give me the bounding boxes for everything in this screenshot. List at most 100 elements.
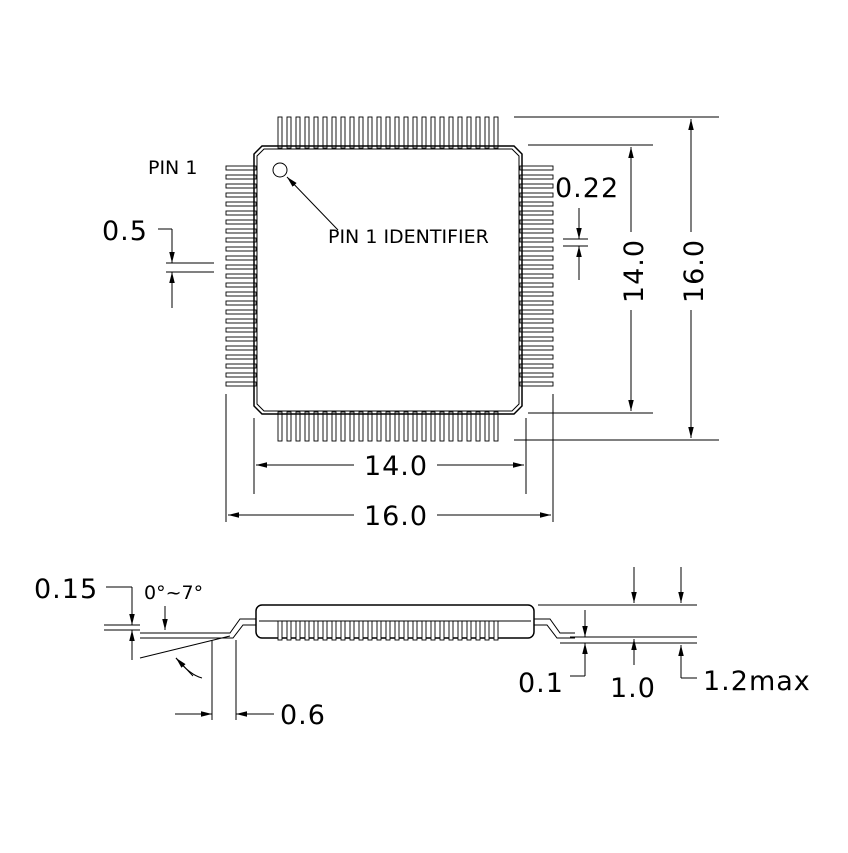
pin-left [225,174,257,180]
overall-width-dimension: 16.0 [225,394,554,532]
pin1-identifier-label: PIN 1 IDENTIFIER [328,226,489,248]
pin-bottom [286,411,292,442]
pin-top [475,116,481,149]
side-lead [457,620,463,641]
side-lead [493,620,499,641]
right-gullwing-lead [534,618,575,639]
side-lead [475,620,481,641]
pin-right [519,291,554,297]
pin-right [519,264,554,270]
pin-bottom [340,411,346,442]
svg-text:14.0: 14.0 [619,239,650,303]
pin-left [225,255,257,261]
pin-top [430,116,436,149]
pin-left [225,201,257,207]
pin-bottom [475,411,481,442]
pin-bottom [421,411,427,442]
pin-right [519,237,554,243]
foot-length-dimension: 0.6 [175,640,326,731]
pin-bottom [439,411,445,442]
pin-bottom [394,411,400,442]
pin-right [519,210,554,216]
pin1-identifier-leader [286,176,339,231]
pin-right [519,255,554,261]
pin-top [466,116,472,149]
pins-right-column [519,165,554,387]
pin1-label: PIN 1 [148,157,197,179]
pin-bottom [493,411,499,442]
svg-text:16.0: 16.0 [679,239,710,303]
pin-top [286,116,292,149]
pins-bottom-row [277,411,499,442]
overall-height-dimension: 16.0 [514,116,719,441]
pin-top [367,116,373,149]
pin-bottom [484,411,490,442]
side-lead [295,620,301,641]
svg-text:0°~7°: 0°~7° [144,582,203,604]
side-lead [331,620,337,641]
side-lead [313,620,319,641]
pin-left [225,300,257,306]
pin-left [225,246,257,252]
pin-left [225,354,257,360]
svg-text:0.22: 0.22 [555,173,619,204]
pin-bottom [322,411,328,442]
pin-right [519,192,554,198]
pin-left [225,372,257,378]
side-lead [385,620,391,641]
pin-top [376,116,382,149]
side-lead [358,620,364,641]
pin-right [519,165,554,171]
body-thickness-label: 1.0 [610,673,656,704]
side-lead [340,620,346,641]
pin-right [519,309,554,315]
pin-top [457,116,463,149]
lead-angle-dimension: 0°~7° [139,582,231,679]
side-lead [430,620,436,641]
pin1-identifier-dot [272,162,288,178]
pin-left [225,165,257,171]
top-view: PIN 1 IDENTIFIER PIN 1 0.5 0.22 14.0 [102,116,719,532]
svg-text:16.0: 16.0 [364,501,428,532]
pin-bottom [457,411,463,442]
svg-text:0.15: 0.15 [34,574,98,605]
side-view: 0.15 0°~7° 0.6 0.1 [34,567,810,731]
pin-left [225,363,257,369]
pin-left [225,291,257,297]
pin-top [394,116,400,149]
side-lead [304,620,310,641]
side-lead [394,620,400,641]
pin-top [277,116,283,149]
pin-pitch-dimension: 0.5 [102,216,214,308]
pin-top [340,116,346,149]
pin-top [322,116,328,149]
pin-bottom [331,411,337,442]
pin-right [519,282,554,288]
pin-right [519,174,554,180]
side-lead [403,620,409,641]
pin-left [225,336,257,342]
standoff-label: 0.1 [518,668,564,699]
pin-top [493,116,499,149]
pin-right [519,336,554,342]
svg-text:0.6: 0.6 [280,700,326,731]
pin-top [313,116,319,149]
pin-bottom [313,411,319,442]
side-lead [439,620,445,641]
side-lead [421,620,427,641]
height-dimensions: 0.1 1.0 1.2max [518,567,810,704]
pin-bottom [403,411,409,442]
side-lead [448,620,454,641]
pin-right [519,354,554,360]
lead-width-dimension: 0.22 [555,173,619,280]
pin-left [225,264,257,270]
pin-left [225,381,257,387]
side-lead [412,620,418,641]
pin-bottom [376,411,382,442]
pin-top [349,116,355,149]
pin-left [225,318,257,324]
pin-left [225,192,257,198]
side-lead [277,620,283,641]
side-lead [349,620,355,641]
